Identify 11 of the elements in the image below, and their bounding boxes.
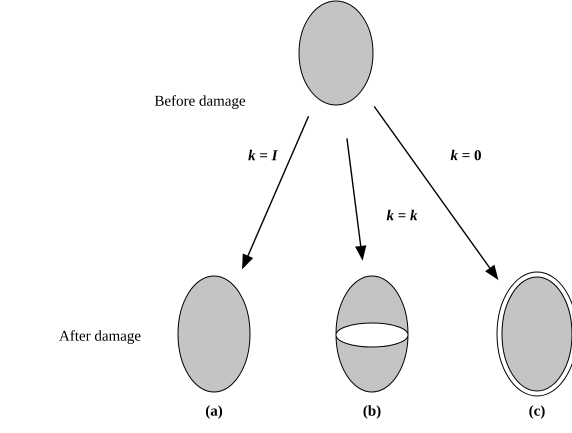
caption-label: (c) (529, 405, 545, 419)
stage-label: Before damage (154, 95, 246, 109)
ellipse-shape (496, 272, 572, 396)
ellipse-shape (298, 0, 374, 106)
ellipse-shape (336, 276, 408, 392)
edge-label: k = 0 (449, 148, 483, 162)
edge-label: k = I (247, 148, 279, 162)
ellipse-shape (178, 276, 250, 392)
stage-label: After damage (59, 330, 140, 344)
caption-label: (a) (206, 405, 222, 419)
caption-label: (b) (364, 405, 380, 419)
